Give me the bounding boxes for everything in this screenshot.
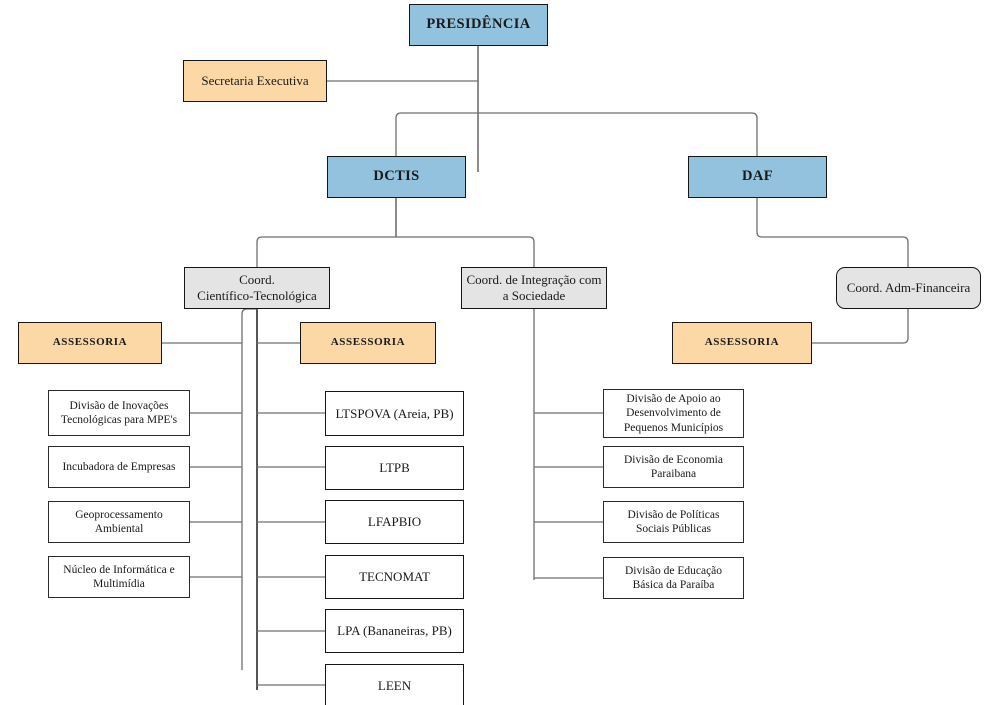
node-divisao-inovacoes-tecnologicas-label: Divisão de Inovações Tecnológicas para M… xyxy=(60,399,178,426)
node-coord-adm-financeira[interactable]: Coord. Adm-Financeira xyxy=(836,267,981,309)
node-presidencia-label: PRESIDÊNCIA xyxy=(426,16,531,33)
node-lpa-label: LPA (Bananeiras, PB) xyxy=(337,623,452,639)
node-divisao-politicas-sociais-publicas-label: Divisão de Políticas Sociais Públicas xyxy=(627,508,720,535)
node-lpa[interactable]: LPA (Bananeiras, PB) xyxy=(325,609,464,653)
node-divisao-apoio-pequenos-municipios[interactable]: Divisão de Apoio ao Desenvolvimento de P… xyxy=(603,389,744,438)
node-ltpb-label: LTPB xyxy=(379,460,410,476)
node-divisao-inovacoes-tecnologicas[interactable]: Divisão de Inovações Tecnológicas para M… xyxy=(48,390,190,436)
node-assessoria-adm-financeira-label: ASSESSORIA xyxy=(704,336,780,349)
node-assessoria-integracao-label: ASSESSORIA xyxy=(330,336,406,349)
node-leen-label: LEEN xyxy=(377,678,412,694)
node-presidencia[interactable]: PRESIDÊNCIA xyxy=(409,4,548,46)
node-lfapbio-label: LFAPBIO xyxy=(367,514,422,530)
node-coord-cientifico-tecnologica-label: Coord. Científico-Tecnológica xyxy=(197,272,317,303)
node-nucleo-informatica-multimidia-label: Núcleo de Informática e Multimídia xyxy=(63,563,175,590)
node-divisao-educacao-basica-paraiba[interactable]: Divisão de Educação Básica da Paraíba xyxy=(603,557,744,599)
node-geoprocessamento-ambiental[interactable]: Geoprocessamento Ambiental xyxy=(48,501,190,543)
node-divisao-educacao-basica-paraiba-label: Divisão de Educação Básica da Paraíba xyxy=(624,564,723,591)
node-tecnomat-label: TECNOMAT xyxy=(359,569,430,585)
node-nucleo-informatica-multimidia[interactable]: Núcleo de Informática e Multimídia xyxy=(48,556,190,598)
node-secretaria-executiva-label: Secretaria Executiva xyxy=(201,73,309,89)
node-assessoria-cientifico[interactable]: ASSESSORIA xyxy=(18,322,162,364)
node-incubadora-empresas-label: Incubadora de Empresas xyxy=(62,460,176,473)
node-divisao-apoio-pequenos-municipios-label: Divisão de Apoio ao Desenvolvimento de P… xyxy=(623,393,724,434)
node-coord-cientifico-tecnologica[interactable]: Coord. Científico-Tecnológica xyxy=(184,267,330,309)
node-assessoria-adm-financeira[interactable]: ASSESSORIA xyxy=(672,322,812,364)
node-divisao-economia-paraibana-label: Divisão de Economia Paraibana xyxy=(623,453,723,480)
node-ltspova-label: LTSPOVA (Areia, PB) xyxy=(335,405,454,421)
node-coord-integracao-sociedade[interactable]: Coord. de Integração com a Sociedade xyxy=(461,267,607,309)
node-divisao-politicas-sociais-publicas[interactable]: Divisão de Políticas Sociais Públicas xyxy=(603,501,744,543)
node-daf[interactable]: DAF xyxy=(688,156,827,198)
node-dctis-label: DCTIS xyxy=(373,168,420,185)
node-ltspova[interactable]: LTSPOVA (Areia, PB) xyxy=(325,391,464,436)
node-assessoria-integracao[interactable]: ASSESSORIA xyxy=(300,322,436,364)
node-ltpb[interactable]: LTPB xyxy=(325,446,464,490)
node-geoprocessamento-ambiental-label: Geoprocessamento Ambiental xyxy=(75,508,163,535)
node-daf-label: DAF xyxy=(741,168,773,185)
node-divisao-economia-paraibana[interactable]: Divisão de Economia Paraibana xyxy=(603,446,744,488)
node-dctis[interactable]: DCTIS xyxy=(327,156,466,198)
node-coord-integracao-sociedade-label: Coord. de Integração com a Sociedade xyxy=(466,272,602,303)
node-incubadora-empresas[interactable]: Incubadora de Empresas xyxy=(48,446,190,488)
node-coord-adm-financeira-label: Coord. Adm-Financeira xyxy=(846,280,971,296)
node-tecnomat[interactable]: TECNOMAT xyxy=(325,555,464,599)
node-secretaria-executiva[interactable]: Secretaria Executiva xyxy=(183,60,327,102)
node-lfapbio[interactable]: LFAPBIO xyxy=(325,500,464,544)
node-leen[interactable]: LEEN xyxy=(325,664,464,705)
node-assessoria-cientifico-label: ASSESSORIA xyxy=(52,336,128,349)
